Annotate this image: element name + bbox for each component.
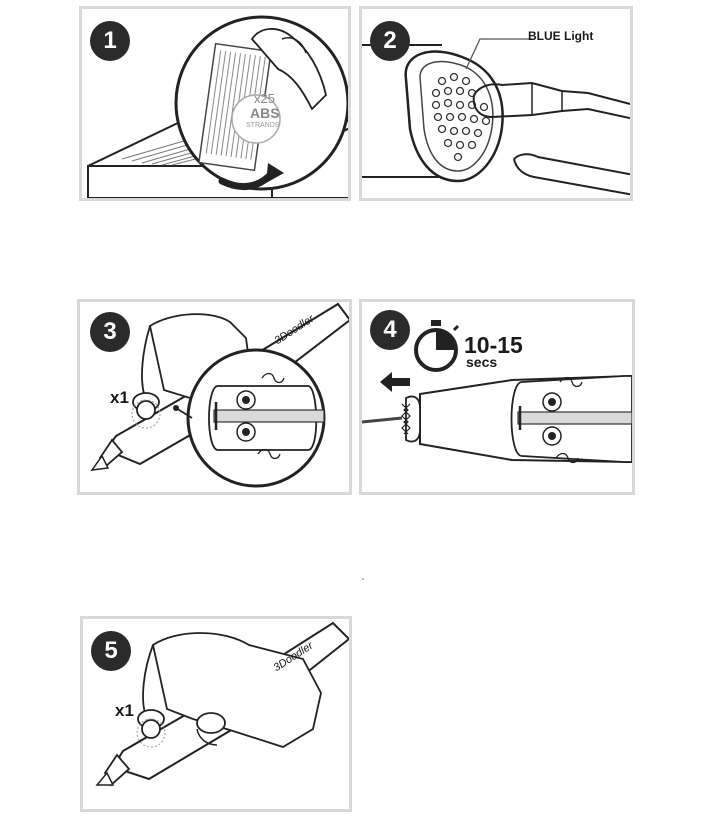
pen-nozzle-light-illustration xyxy=(362,38,630,196)
step-3-panel: 3 x1 3Doodler xyxy=(77,299,352,495)
step-1-panel: 1 x25 ABS STRANDS xyxy=(79,6,351,201)
step-number-badge: 3 xyxy=(90,312,130,352)
strand-retract-illustration xyxy=(362,320,632,464)
strand-count-label: x25 xyxy=(254,91,275,106)
step-5-panel: 5 x1 3Doodler xyxy=(80,616,352,812)
duration-label: 10-15 xyxy=(464,332,523,358)
strand-box-illustration xyxy=(87,15,348,198)
duration-unit-label: secs xyxy=(466,354,498,370)
strand-word-label: STRANDS xyxy=(246,122,280,129)
blue-light-callout: BLUE Light xyxy=(528,29,594,43)
step-4-panel: 4 10-15 secs xyxy=(359,299,635,495)
step-number-badge: 4 xyxy=(370,310,410,350)
press-count-label: x1 xyxy=(110,388,129,407)
step-number-badge: 5 xyxy=(91,631,131,671)
pen-button-press-illustration xyxy=(90,302,349,488)
stray-mark xyxy=(362,578,364,580)
pen-button-press-illustration xyxy=(95,621,349,787)
strand-material-label: ABS xyxy=(250,105,280,121)
step-2-panel: 2 BLUE Light xyxy=(359,6,633,201)
press-count-label: x1 xyxy=(115,701,134,720)
step-number-badge: 2 xyxy=(370,21,410,61)
step-number-badge: 1 xyxy=(90,21,130,61)
